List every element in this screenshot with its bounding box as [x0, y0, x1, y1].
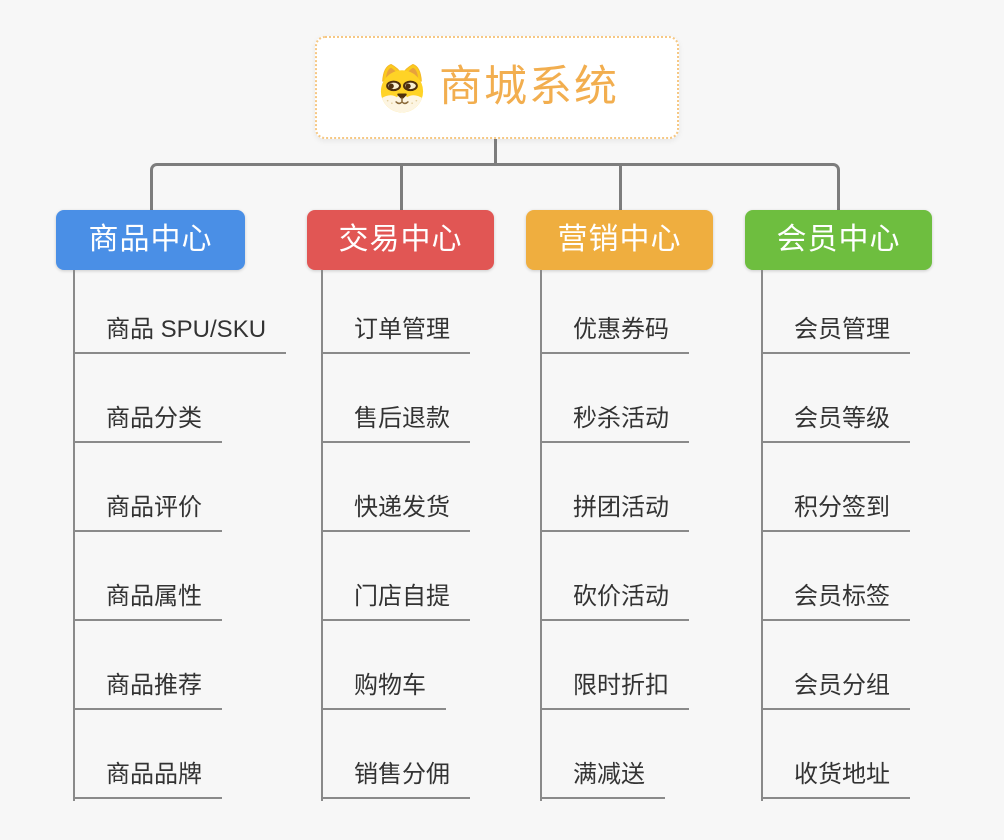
leaf-node[interactable]: 限时折扣 [541, 673, 689, 710]
leaf-node[interactable]: 销售分佣 [322, 762, 470, 799]
leaf-label: 商品分类 [106, 405, 202, 432]
root-node[interactable]: 商城系统 [315, 36, 679, 139]
connector-column-line [73, 270, 75, 801]
connector-column-line [540, 270, 542, 801]
leaf-label: 门店自提 [354, 583, 450, 610]
leaf-node[interactable]: 会员标签 [762, 584, 910, 621]
connector-rail-mid [399, 163, 620, 166]
leaf-label: 快递发货 [354, 494, 450, 521]
leaf-node[interactable]: 商品评价 [74, 495, 222, 532]
leaf-node[interactable]: 砍价活动 [541, 584, 689, 621]
branch-node-3[interactable]: 会员中心 [745, 210, 932, 270]
connector-branch-drop [619, 163, 622, 210]
leaf-label: 秒杀活动 [573, 405, 669, 432]
branch-node-1[interactable]: 交易中心 [307, 210, 494, 270]
connector-branch-drop [400, 163, 403, 210]
connector-column-line [321, 270, 323, 801]
leaf-node[interactable]: 商品 SPU/SKU [74, 316, 287, 354]
leaf-node[interactable]: 快递发货 [322, 495, 470, 532]
dog-face-icon [380, 63, 424, 112]
connector-column-line [761, 270, 763, 801]
leaf-label: 商品评价 [106, 494, 202, 521]
leaf-node[interactable]: 商品分类 [74, 406, 222, 443]
leaf-node[interactable]: 订单管理 [322, 317, 470, 354]
leaf-node[interactable]: 会员管理 [762, 317, 910, 354]
leaf-node[interactable]: 商品属性 [74, 584, 222, 621]
leaf-label: 优惠券码 [573, 316, 669, 343]
leaf-label: 售后退款 [354, 405, 450, 432]
leaf-label: 购物车 [354, 672, 426, 699]
leaf-node[interactable]: 会员分组 [762, 673, 910, 710]
leaf-node[interactable]: 收货地址 [762, 762, 910, 799]
leaf-label: 会员管理 [794, 316, 890, 343]
leaf-node[interactable]: 积分签到 [762, 495, 910, 532]
root-title: 商城系统 [439, 63, 619, 111]
leaf-node[interactable]: 商品品牌 [74, 762, 222, 799]
leaf-label: 订单管理 [354, 316, 450, 343]
leaf-node[interactable]: 秒杀活动 [541, 406, 689, 443]
branch-label: 商品中心 [88, 223, 213, 256]
leaf-node[interactable]: 优惠券码 [541, 317, 689, 354]
leaf-node[interactable]: 会员等级 [762, 406, 910, 443]
leaf-label: 商品 SPU/SKU [106, 316, 267, 343]
connector-bend-left [150, 163, 400, 210]
leaf-label: 会员等级 [794, 405, 890, 432]
branch-label: 会员中心 [776, 223, 901, 256]
leaf-node[interactable]: 售后退款 [322, 406, 470, 443]
branch-node-2[interactable]: 营销中心 [526, 210, 713, 270]
leaf-label: 收货地址 [794, 761, 890, 788]
branch-node-0[interactable]: 商品中心 [56, 210, 245, 270]
leaf-node[interactable]: 满减送 [541, 762, 665, 799]
leaf-node[interactable]: 商品推荐 [74, 673, 222, 710]
branch-label: 营销中心 [557, 223, 682, 256]
connector-bend-right [619, 163, 840, 210]
leaf-label: 积分签到 [794, 494, 890, 521]
leaf-label: 商品推荐 [106, 672, 202, 699]
leaf-label: 会员分组 [794, 672, 890, 699]
branch-label: 交易中心 [338, 223, 463, 256]
leaf-label: 商品品牌 [106, 761, 202, 788]
leaf-label: 满减送 [573, 761, 645, 788]
leaf-label: 商品属性 [106, 583, 202, 610]
leaf-node[interactable]: 门店自提 [322, 584, 470, 621]
leaf-label: 拼团活动 [573, 494, 669, 521]
connector-root-stub [494, 139, 497, 166]
leaf-label: 砍价活动 [573, 583, 669, 610]
leaf-label: 限时折扣 [573, 672, 669, 699]
leaf-node[interactable]: 拼团活动 [541, 495, 689, 532]
leaf-label: 会员标签 [794, 583, 890, 610]
leaf-label: 销售分佣 [354, 761, 450, 788]
leaf-node[interactable]: 购物车 [322, 673, 446, 710]
